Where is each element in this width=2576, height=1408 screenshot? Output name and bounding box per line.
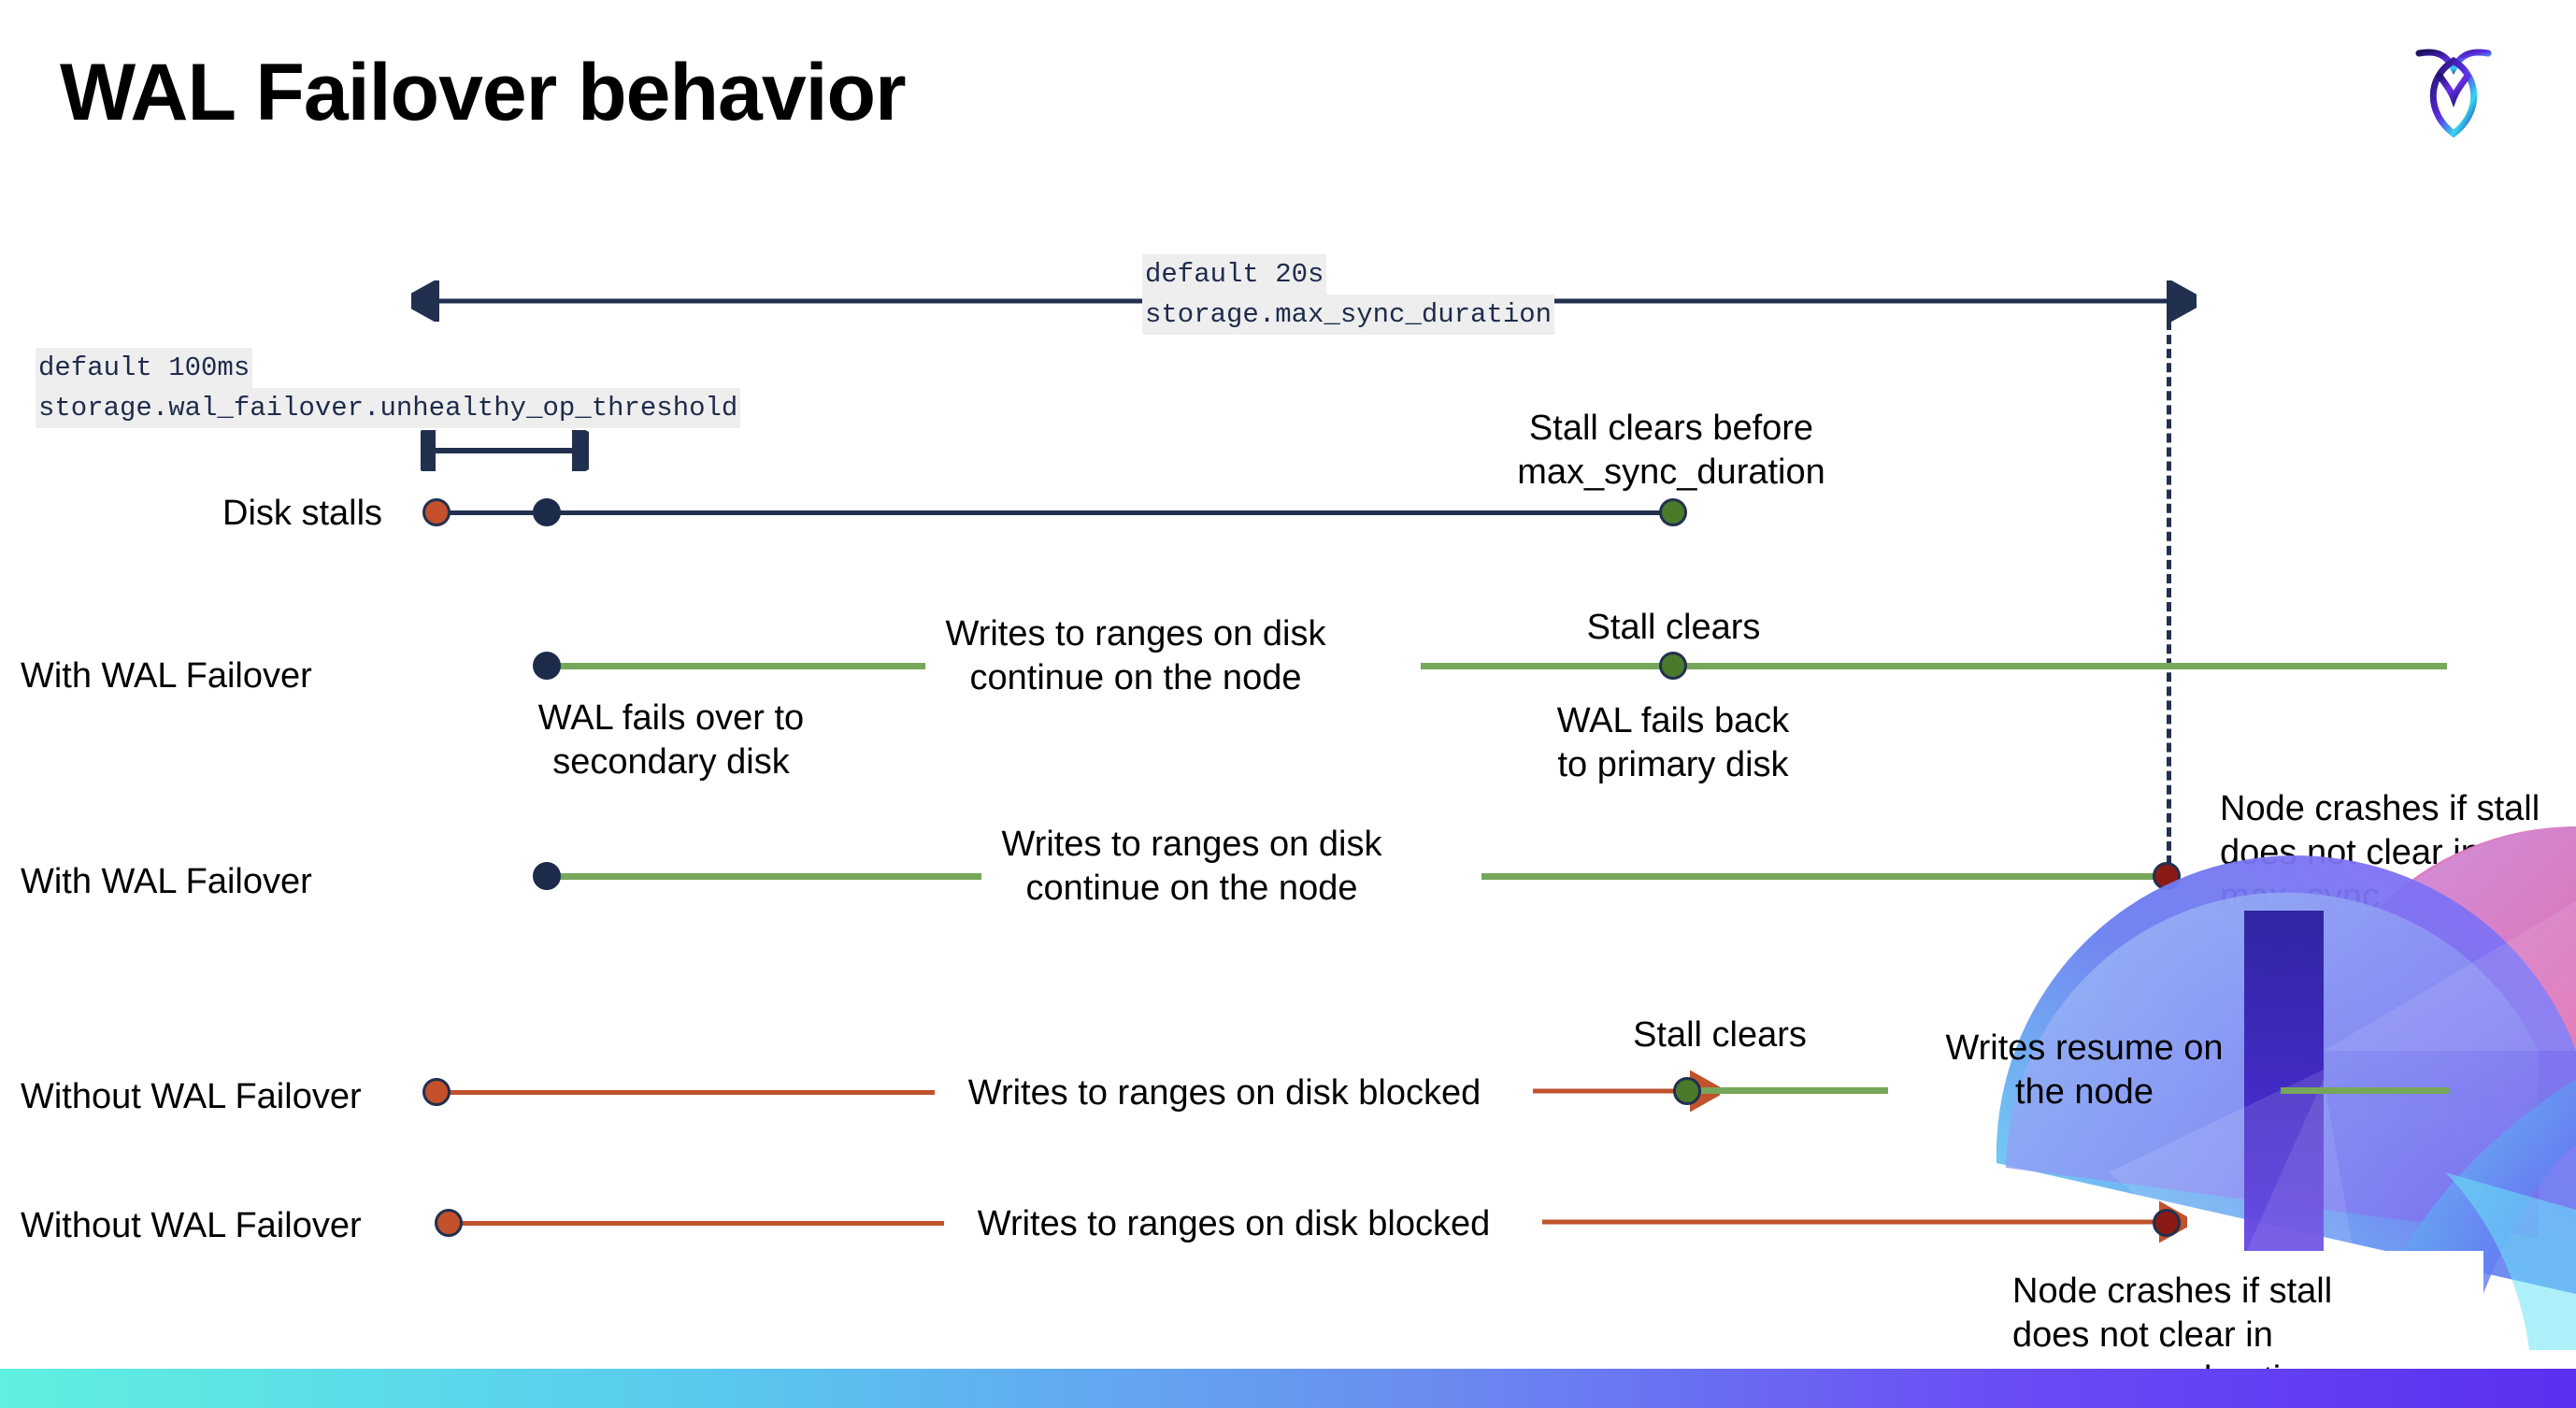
annotation-unhealthy-setting: storage.wal_failover.unhealthy_op_thresh… xyxy=(36,388,741,429)
annotation-max-sync-duration: default 20s storage.max_sync_duration xyxy=(1142,254,1555,336)
cockroachdb-logo-icon xyxy=(2402,33,2505,150)
disk-stalls-timeline xyxy=(439,510,1673,515)
note-line-2: continue on the node xyxy=(1025,869,1358,909)
note-line-1: Writes to ranges on disk xyxy=(1001,825,1382,864)
note-line-1: WAL fails over to xyxy=(537,698,805,738)
bottom-gradient-bar xyxy=(0,1369,2576,1408)
note-node-crashes-row3: Node crashes if stall does not clear in … xyxy=(2220,787,2575,919)
node-crash-marker-row3 xyxy=(2153,862,2181,890)
note-wal-fails-back-primary: WAL fails back to primary disk xyxy=(1533,699,1813,787)
note-stall-clears-row4: Stall clears xyxy=(1580,1013,1860,1057)
max-sync-duration-dashed-line xyxy=(2167,307,2171,879)
note-line-1: Stall clears xyxy=(1633,1015,1807,1055)
without-wal-failover-crash-segment-a xyxy=(453,1221,944,1226)
without-wal-failover-stall-clears-marker xyxy=(1673,1077,1701,1105)
note-writes-blocked-row4: Writes to ranges on disk blocked xyxy=(935,1071,1514,1115)
disk-stall-clears-marker xyxy=(1659,498,1687,526)
disk-stall-start-marker xyxy=(422,498,451,526)
note-line-2: continue on the node xyxy=(969,658,1302,698)
note-stall-clears-row2: Stall clears xyxy=(1531,606,1816,650)
note-line-1: Stall clears xyxy=(1586,608,1761,647)
note-line-2: the node xyxy=(2015,1072,2154,1113)
without-wal-failover-crash-arrow xyxy=(1542,1200,2187,1243)
note-stall-clears-before-max-sync: Stall clears before max_sync_duration xyxy=(1494,407,1849,495)
note-line-1: Writes to ranges on disk xyxy=(945,614,1326,654)
without-wal-failover-blocked-segment-a xyxy=(439,1090,935,1095)
wal-failover-crash-segment-left xyxy=(551,873,981,880)
note-line-3: max_sync_duration xyxy=(2220,877,2528,917)
annotation-unhealthy-op-threshold: default 100ms storage.wal_failover.unhea… xyxy=(36,348,741,429)
annotation-max-sync-setting: storage.max_sync_duration xyxy=(1142,295,1555,336)
note-wal-fails-over-secondary: WAL fails over to secondary disk xyxy=(494,697,849,784)
wal-failover-clears-segment-left xyxy=(551,663,925,669)
unhealthy-threshold-arrow xyxy=(421,430,589,471)
note-line-2: max_sync_duration xyxy=(1517,453,1825,493)
note-line-1: Node crashes if stall xyxy=(2220,789,2540,828)
without-wal-failover-stall-start-marker xyxy=(422,1078,451,1106)
wal-failover-crash-start-marker xyxy=(533,862,561,890)
note-line-1: Stall clears before xyxy=(1528,409,1814,448)
note-writes-resume-row4: Writes resume on the node xyxy=(1925,1027,2243,1114)
note-line-2: secondary disk xyxy=(552,742,790,783)
wal-failover-crash-segment-right xyxy=(1481,873,2173,880)
note-line-2: does not clear in xyxy=(2012,1315,2273,1356)
row-label-with-wal-failover-clears: With WAL Failover xyxy=(21,656,312,696)
wal-failover-clears-segment-right xyxy=(1421,663,2447,669)
wal-failover-start-marker xyxy=(533,652,561,680)
row-label-without-wal-failover-clears: Without WAL Failover xyxy=(21,1077,362,1116)
page-title: WAL Failover behavior xyxy=(60,48,907,137)
annotation-max-sync-default: default 20s xyxy=(1142,254,1327,295)
note-line-1: Writes resume on xyxy=(1945,1028,2224,1068)
note-line-1: Writes to ranges on disk blocked xyxy=(967,1073,1481,1113)
row-label-with-wal-failover-crash: With WAL Failover xyxy=(21,862,312,901)
note-writes-blocked-row5: Writes to ranges on disk blocked xyxy=(944,1202,1524,1246)
note-line-2: does not clear in xyxy=(2220,833,2481,873)
node-crash-marker-row5 xyxy=(2153,1209,2181,1237)
without-wal-failover-crash-start-marker xyxy=(435,1209,463,1237)
note-line-1: WAL fails back xyxy=(1556,701,1790,740)
row-label-without-wal-failover-crash: Without WAL Failover xyxy=(21,1206,362,1245)
note-line-1: Node crashes if stall xyxy=(2012,1272,2333,1311)
disk-stall-detected-marker xyxy=(533,498,561,526)
note-writes-continue-row3: Writes to ranges on disk continue on the… xyxy=(981,823,1402,911)
note-line-1: Writes to ranges on disk blocked xyxy=(977,1204,1491,1243)
note-line-2: to primary disk xyxy=(1557,745,1789,785)
wal-failover-stall-clears-marker xyxy=(1659,652,1687,680)
note-writes-continue-row2: Writes to ranges on disk continue on the… xyxy=(925,612,1346,700)
row-label-disk-stalls: Disk stalls xyxy=(222,494,383,533)
annotation-unhealthy-default: default 100ms xyxy=(36,348,253,389)
without-wal-failover-resume-segment xyxy=(1692,1087,1888,1094)
without-wal-failover-blocked-arrow xyxy=(1533,1070,1720,1113)
without-wal-failover-resume-segment-far xyxy=(2281,1087,2449,1094)
